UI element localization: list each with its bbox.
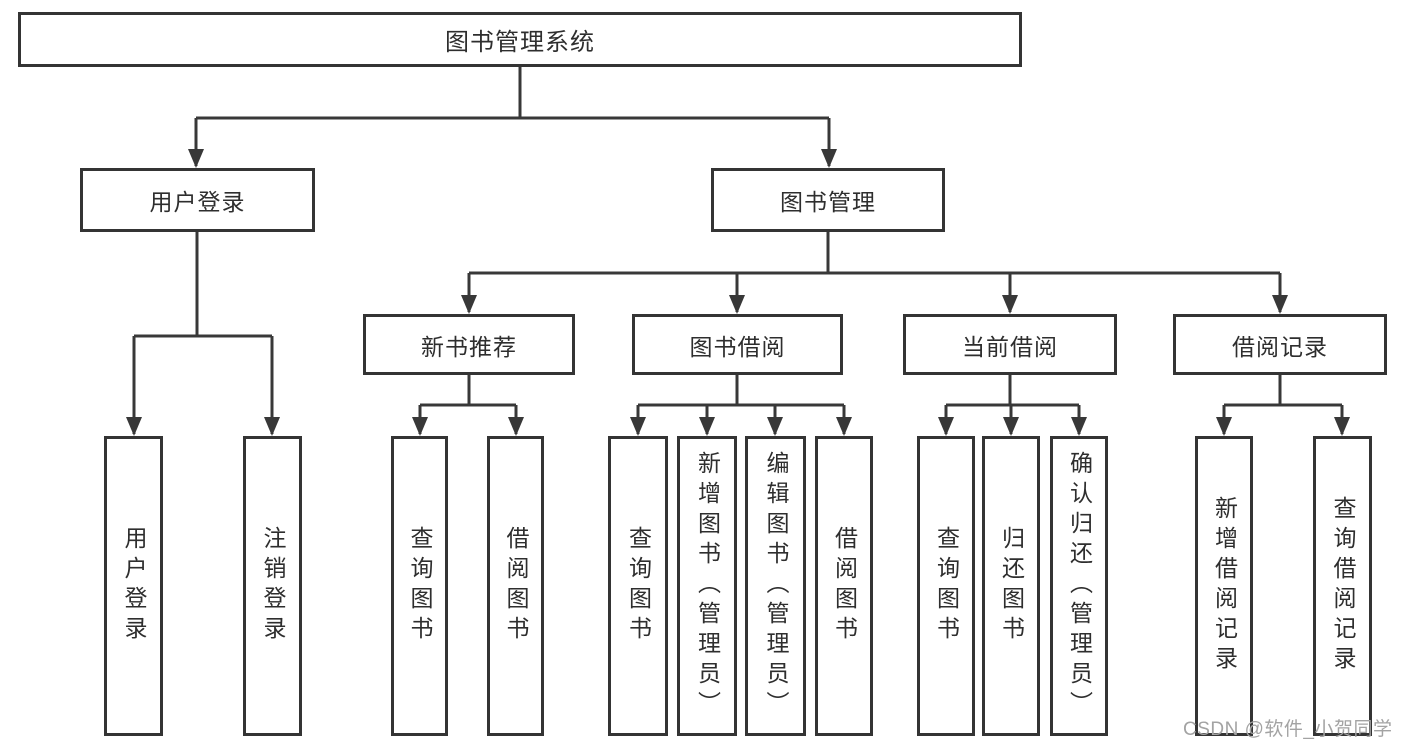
- node-book-management-branch: 图书管理: [711, 168, 945, 232]
- leaf-add-books-admin: 新增图书（管理员）: [677, 436, 737, 736]
- leaf-add-borrow-record: 新增借阅记录: [1195, 436, 1253, 736]
- leaf-borrow-books: 借阅图书: [815, 436, 873, 736]
- node-borrowing-records: 借阅记录: [1173, 314, 1387, 375]
- node-library-system-root: 图书管理系统: [18, 12, 1022, 67]
- leaf-return-books: 归还图书: [982, 436, 1040, 736]
- leaf-query-books-borrowing: 查询图书: [608, 436, 668, 736]
- node-user-login-branch: 用户登录: [80, 168, 315, 232]
- node-current-borrowing: 当前借阅: [903, 314, 1117, 375]
- leaf-query-books-recommend: 查询图书: [391, 436, 448, 736]
- leaf-query-borrow-record: 查询借阅记录: [1313, 436, 1372, 736]
- node-new-book-recommend: 新书推荐: [363, 314, 575, 375]
- csdn-watermark: CSDN @软件_小贺同学: [1183, 719, 1393, 740]
- leaf-edit-books-admin: 编辑图书（管理员）: [745, 436, 806, 736]
- leaf-logout: 注销登录: [243, 436, 302, 736]
- node-book-borrowing: 图书借阅: [632, 314, 843, 375]
- leaf-query-books-current: 查询图书: [917, 436, 975, 736]
- leaf-borrow-books-recommend: 借阅图书: [487, 436, 544, 736]
- leaf-user-login: 用户登录: [104, 436, 163, 736]
- leaf-confirm-return-admin: 确认归还（管理员）: [1050, 436, 1108, 736]
